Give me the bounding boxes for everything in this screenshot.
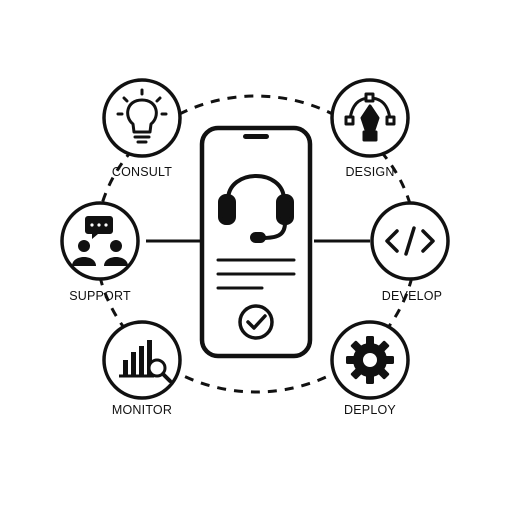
chart-magnifier-icon: [119, 340, 172, 383]
node-label-monitor: MONITOR: [112, 403, 172, 417]
phone-text-lines: [216, 258, 296, 290]
node-label-design: DESIGN: [345, 165, 394, 179]
phone-speaker-slot: [243, 134, 269, 139]
chat-people-icon: [72, 216, 128, 266]
node-support: SUPPORT: [60, 201, 140, 303]
node-design: DESIGN: [330, 78, 410, 179]
headset-icon: [218, 174, 294, 243]
node-monitor: MONITOR: [102, 320, 182, 417]
node-consult: CONSULT: [102, 78, 182, 179]
node-label-develop: DEVELOP: [382, 289, 442, 303]
code-icon: [385, 226, 435, 256]
node-develop: DEVELOP: [370, 201, 450, 303]
node-label-consult: CONSULT: [112, 165, 172, 179]
node-label-support: SUPPORT: [69, 289, 131, 303]
lightbulb-icon: [116, 88, 168, 144]
pen-tool-icon: [344, 92, 396, 142]
node-deploy: DEPLOY: [330, 320, 410, 417]
node-label-deploy: DEPLOY: [344, 403, 396, 417]
gear-icon: [346, 336, 394, 384]
phone-device: [199, 125, 313, 359]
checkmark-circle-icon: [238, 304, 274, 340]
